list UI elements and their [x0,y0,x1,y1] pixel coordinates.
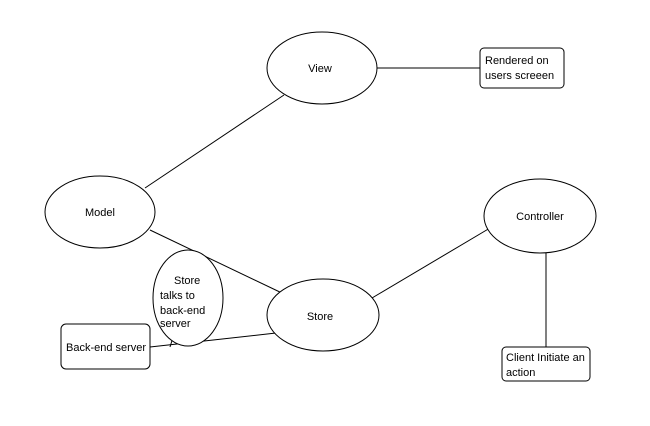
client-note-line-2: action [506,367,535,379]
backend-server-box [60,323,151,370]
client-note-line-1: Client Initiate an [506,352,585,364]
model-label: Model [85,207,115,219]
edge-store-controller [371,227,491,299]
controller-node: Controller [483,178,597,254]
backend-server-label: Back-end server [66,342,146,354]
store-callout-line-4: server [160,318,191,330]
controller-ellipse [483,178,597,254]
client-note: Client Initiate an action [501,346,591,382]
model-ellipse [44,175,156,249]
rendered-note-box [479,47,565,89]
store-node: Store [266,278,380,352]
edge-model-view [144,94,285,189]
store-callout-line-2: talks to [160,290,195,302]
backend-server-node: Back-end server [60,323,151,370]
rendered-note-line-2: users screeen [485,70,554,82]
view-node: View [266,31,378,105]
edge-model-store [149,229,285,295]
view-label: View [308,63,332,75]
store-callout-line-1: Store [174,275,200,287]
client-note-box [501,346,591,382]
view-ellipse [266,31,378,105]
store-ellipse [266,278,380,352]
store-callout-line-3: back-end [160,305,205,317]
rendered-note: Rendered on users screeen [479,47,565,89]
model-node: Model [44,175,156,249]
store-callout-text: Store talks to back-end server [160,275,205,330]
store-callout-bubble [152,249,224,347]
controller-label: Controller [516,211,564,223]
rendered-note-line-1: Rendered on [485,55,549,67]
store-label: Store [307,311,333,323]
